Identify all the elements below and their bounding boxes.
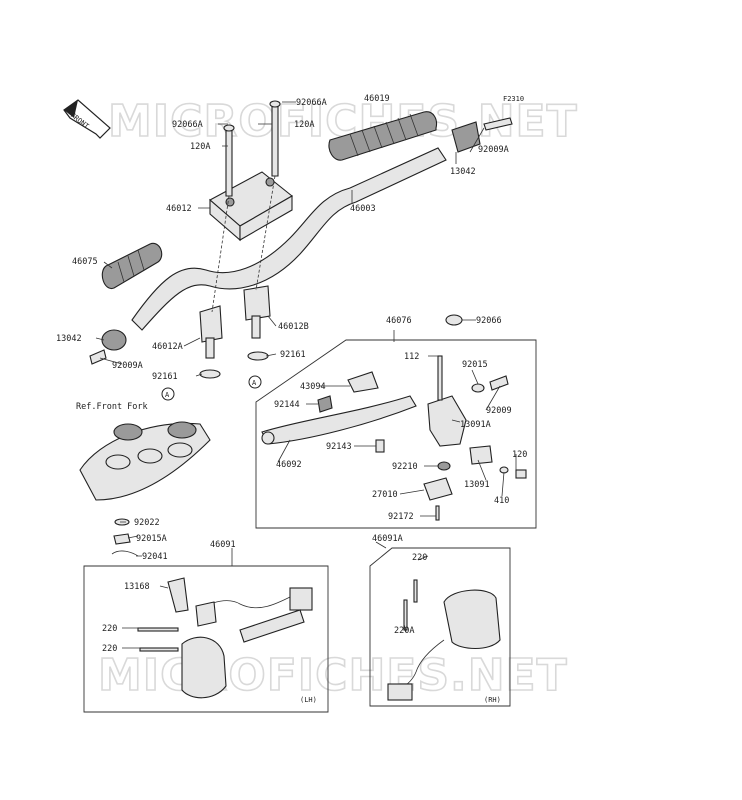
label-46091A: 46091A xyxy=(372,534,403,544)
label-92143: 92143 xyxy=(326,442,352,452)
label-92066: 92066 xyxy=(476,316,502,326)
label-92009A-left: 92009A xyxy=(112,361,143,371)
label-13042-left: 13042 xyxy=(56,334,82,344)
marker-a-left-icon xyxy=(161,387,175,401)
lever-group-frame xyxy=(255,339,537,529)
rh-label: (RH) xyxy=(484,696,501,704)
diagram-code: F2310 xyxy=(503,95,524,103)
label-92066A-left: 92066A xyxy=(172,120,203,130)
label-46076: 46076 xyxy=(386,316,412,326)
watermark-bottom: MICROFICHES.NET xyxy=(98,650,568,701)
rh-switch-frame xyxy=(369,547,511,707)
label-92172: 92172 xyxy=(388,512,414,522)
label-43094: 43094 xyxy=(300,382,326,392)
label-92009: 92009 xyxy=(486,406,512,416)
clutch-lever-illustration xyxy=(261,314,527,521)
label-46003: 46003 xyxy=(350,204,376,214)
label-92161-left: 92161 xyxy=(152,372,178,382)
label-220-lh1: 220 xyxy=(102,624,117,634)
label-27010: 27010 xyxy=(372,490,398,500)
label-92041: 92041 xyxy=(142,552,168,562)
label-46012B: 46012B xyxy=(278,322,309,332)
label-220-rh: 220 xyxy=(412,553,427,563)
label-13042-top: 13042 xyxy=(450,167,476,177)
label-46091: 46091 xyxy=(210,540,236,550)
label-13091: 13091 xyxy=(464,480,490,490)
rh-switch-illustration xyxy=(387,579,501,701)
label-92066A: 92066A xyxy=(296,98,327,108)
label-46075: 46075 xyxy=(72,257,98,267)
label-220A: 220A xyxy=(394,626,414,636)
label-13091A: 13091A xyxy=(460,420,491,430)
marker-a-mid-icon xyxy=(248,375,262,389)
label-92161-right: 92161 xyxy=(280,350,306,360)
label-46019: 46019 xyxy=(364,94,390,104)
label-92015A: 92015A xyxy=(136,534,167,544)
fork-bridge-illustration xyxy=(79,421,211,557)
label-92144: 92144 xyxy=(274,400,300,410)
label-46012A: 46012A xyxy=(152,342,183,352)
leader-lines xyxy=(95,101,517,649)
lh-switch-illustration xyxy=(137,577,313,699)
marker-a-left-label: A xyxy=(165,391,170,399)
label-220-lh2: 220 xyxy=(102,644,117,654)
label-46092: 46092 xyxy=(276,460,302,470)
label-92015: 92015 xyxy=(462,360,488,370)
label-120A-left: 120A xyxy=(190,142,210,152)
ref-front-fork-label: Ref.Front Fork xyxy=(76,402,148,412)
label-120A-right: 120A xyxy=(294,120,314,130)
label-410: 410 xyxy=(494,496,509,506)
front-arrow-icon: FRONT xyxy=(63,99,111,139)
handlebar-illustration xyxy=(89,100,513,379)
label-92022: 92022 xyxy=(134,518,160,528)
label-46012: 46012 xyxy=(166,204,192,214)
marker-a-mid-label: A xyxy=(252,379,257,387)
lh-switch-frame xyxy=(83,565,329,713)
label-13168: 13168 xyxy=(124,582,150,592)
label-92009A-top: 92009A xyxy=(478,145,509,155)
label-112: 112 xyxy=(404,352,419,362)
lh-label: (LH) xyxy=(300,696,317,704)
label-92210: 92210 xyxy=(392,462,418,472)
label-120: 120 xyxy=(512,450,527,460)
